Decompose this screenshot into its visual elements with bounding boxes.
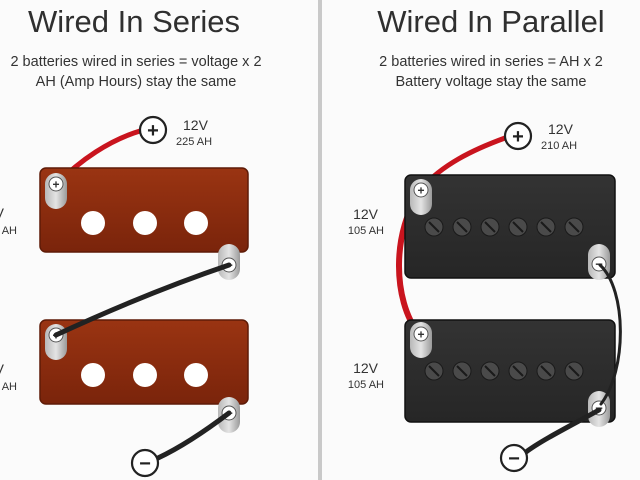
parallel-output-minus: − <box>499 443 529 473</box>
series-panel: Wired In Series 2 batteries wired in ser… <box>0 4 262 478</box>
series-title: Wired In Series <box>28 4 240 39</box>
series-output-voltage: 12V <box>183 117 209 133</box>
series-output-minus-sign: − <box>139 453 151 475</box>
parallel-output-ah: 210 AH <box>541 140 577 152</box>
parallel-panel: Wired In Parallel 2 batteries wired in s… <box>322 0 640 480</box>
series-diagram: + − + − <box>0 115 249 478</box>
parallel-subtitle-line1: 2 batteries wired in series = AH x 2 <box>379 54 603 70</box>
parallel-top-plus-sign: + <box>417 184 424 198</box>
parallel-bottom-plus-sign: + <box>417 328 424 342</box>
series-battery-bottom: + − <box>39 319 249 433</box>
parallel-output-minus-sign: − <box>508 448 520 470</box>
series-bottom-cell-3 <box>184 363 208 387</box>
parallel-battery-top-voltage: 12V <box>353 206 379 222</box>
series-subtitle-line1: 2 batteries wired in series = voltage x … <box>10 54 262 70</box>
panel-divider <box>318 0 323 480</box>
parallel-battery-bottom-voltage: 12V <box>353 360 379 376</box>
series-subtitle-line2: AH (Amp Hours) stay the same <box>35 74 237 90</box>
series-top-cell-3 <box>184 211 208 235</box>
parallel-output-plus: + <box>503 121 533 151</box>
series-battery-top: + − <box>39 167 249 280</box>
series-top-cell-1 <box>81 211 105 235</box>
series-battery-bottom-ah: AH <box>2 381 17 393</box>
parallel-black-out-wire <box>523 407 602 455</box>
series-battery-top-voltage: V <box>0 205 5 221</box>
parallel-black-link-wire <box>598 263 622 406</box>
series-black-link-wire <box>53 262 232 338</box>
series-top-plus-sign: + <box>52 178 59 192</box>
series-bottom-cell-1 <box>81 363 105 387</box>
series-output-plus: + <box>138 115 168 145</box>
series-output-ah: 225 AH <box>176 136 212 148</box>
series-battery-bottom-voltage: V <box>0 361 5 377</box>
parallel-battery-bottom-ah: 105 AH <box>348 379 384 391</box>
parallel-title: Wired In Parallel <box>377 4 605 39</box>
parallel-subtitle-line2: Battery voltage stay the same <box>395 74 587 90</box>
parallel-battery-top-ah: 105 AH <box>348 225 384 237</box>
parallel-output-voltage: 12V <box>548 121 574 137</box>
parallel-diagram: + − + <box>348 121 622 473</box>
series-output-minus: − <box>130 448 160 478</box>
series-output-plus-sign: + <box>147 120 159 142</box>
series-top-cell-2 <box>133 211 157 235</box>
series-bottom-cell-2 <box>133 363 157 387</box>
parallel-battery-bottom: + − <box>404 319 616 427</box>
series-battery-top-ah: AH <box>2 225 17 237</box>
parallel-output-plus-sign: + <box>512 126 524 148</box>
parallel-battery-top: + − <box>404 174 616 280</box>
series-black-out-wire <box>155 410 232 461</box>
